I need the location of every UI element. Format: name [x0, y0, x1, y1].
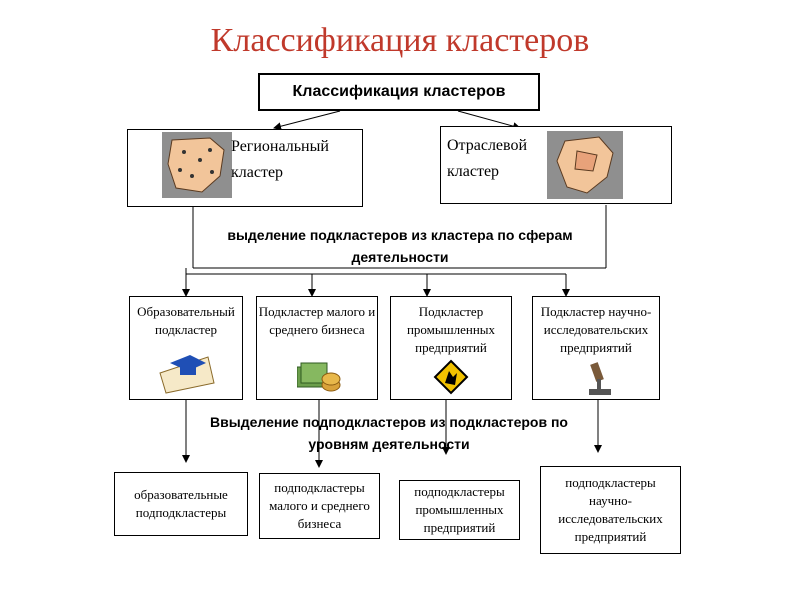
subsubcluster-label: подподкластеры промышленных предприятий [414, 484, 505, 535]
regional-map-icon [162, 132, 232, 198]
page-title: Классификация кластеров [210, 22, 590, 59]
microscope-icon [589, 362, 611, 395]
subcluster-education: Образовательный подкластер [129, 296, 243, 400]
arrow-root-regional [273, 110, 341, 131]
industry-sign-icon [433, 359, 469, 395]
subcluster-research: Подкластер научно-исследовательских пред… [532, 296, 660, 400]
subsubcluster-business: подподкластеры малого и среднего бизнеса [259, 473, 380, 539]
regional-cluster-label: Региональный кластер [231, 138, 329, 181]
subsubcluster-research: подподкластеры научно-исследовательских … [540, 466, 681, 554]
sectoral-map-icon [547, 131, 623, 199]
subsubcluster-education: образовательные подподкластеры [114, 472, 248, 536]
subcluster-label: Образовательный подкластер [137, 304, 235, 337]
graduation-cap-icon [159, 355, 215, 394]
sectoral-cluster-label: Отраслевой кластер [447, 137, 528, 180]
subsubcluster-label: подподкластеры научно-исследовательских … [558, 475, 663, 544]
caption-subsubclusters: Ввыделение подподкластеров из подкластер… [210, 414, 568, 452]
subcluster-industry: Подкластер промышленных предприятий [390, 296, 512, 400]
caption-subclusters: выделение подкластеров из кластера по сф… [227, 227, 573, 265]
subcluster-label: Подкластер промышленных предприятий [406, 304, 496, 355]
arrow-root-sectoral [457, 110, 521, 131]
subcluster-business: Подкластер малого и среднего бизнеса [256, 296, 378, 400]
subsubcluster-label: подподкластеры малого и среднего бизнеса [269, 480, 370, 531]
regional-cluster-box: Региональный кластер [127, 129, 363, 207]
root-box: Классификация кластеров [258, 73, 540, 111]
money-stack-icon [297, 362, 341, 392]
subsubcluster-label: образовательные подподкластеры [134, 487, 228, 520]
subcluster-label: Подкластер научно-исследовательских пред… [540, 304, 652, 355]
subsubcluster-industry: подподкластеры промышленных предприятий [399, 480, 520, 540]
sectoral-cluster-box: Отраслевой кластер [440, 126, 672, 204]
root-label: Классификация кластеров [292, 83, 506, 100]
subcluster-label: Подкластер малого и среднего бизнеса [258, 304, 376, 337]
